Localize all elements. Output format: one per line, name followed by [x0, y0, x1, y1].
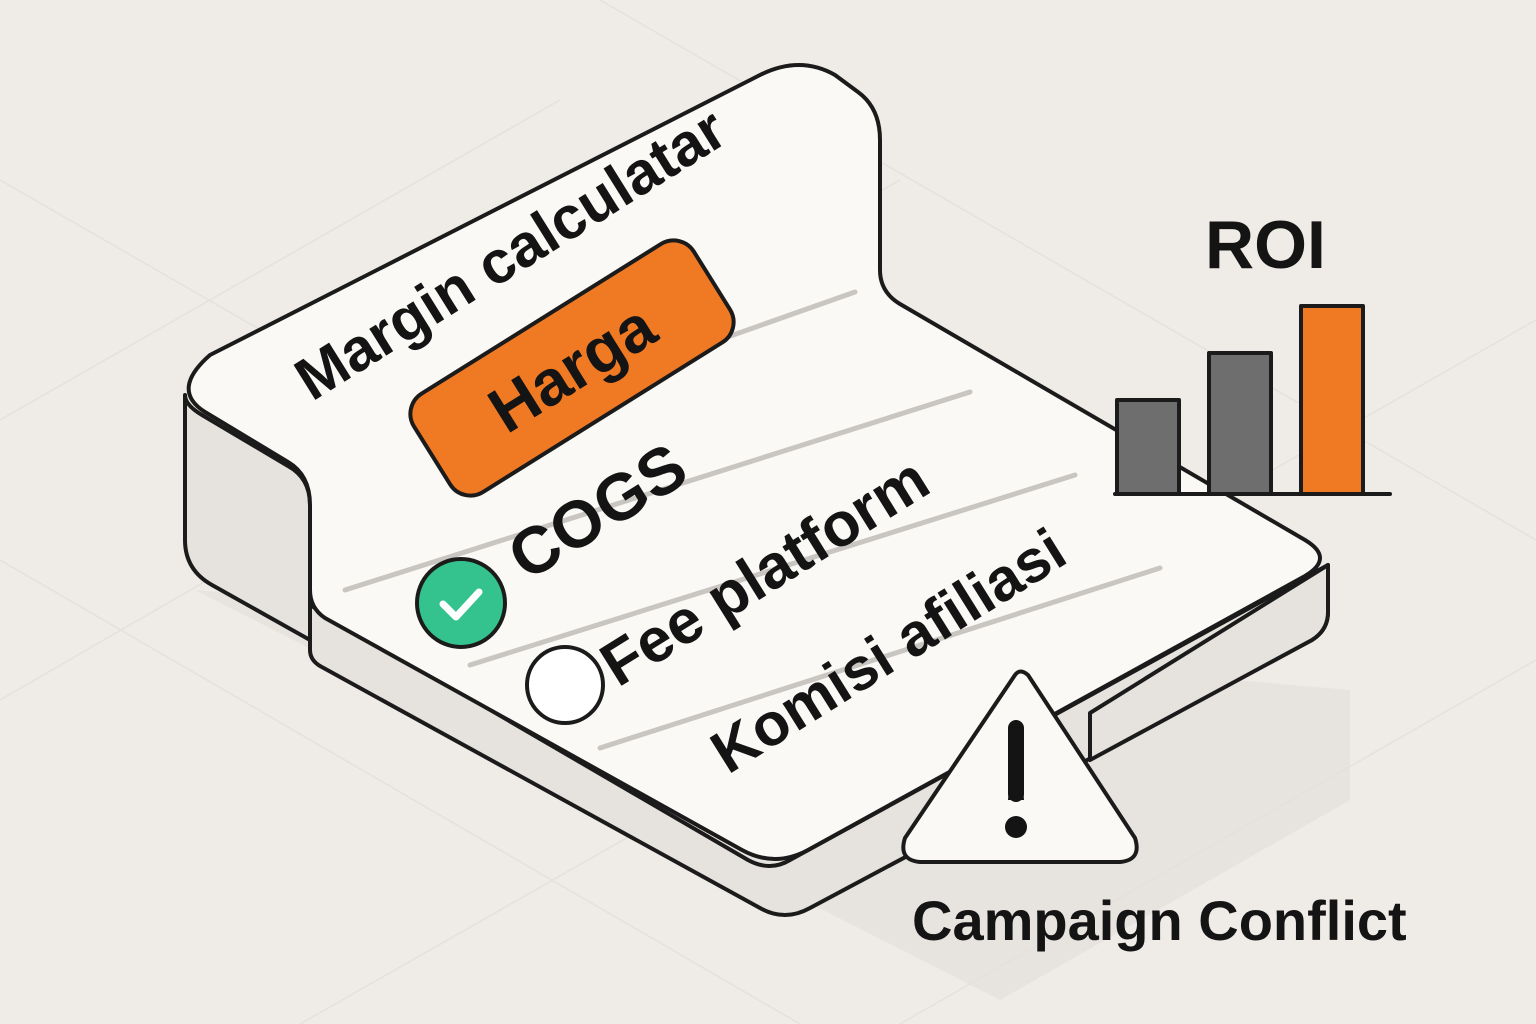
fee-platform-radio[interactable]	[525, 645, 605, 725]
roi-bar-3	[1299, 304, 1365, 496]
roi-bars	[1115, 304, 1365, 496]
warning-triangle-icon	[901, 669, 1139, 864]
roi-bar-2	[1207, 351, 1273, 496]
roi-title: ROI	[1205, 207, 1326, 283]
check-icon	[439, 588, 483, 621]
cogs-checkbox[interactable]	[415, 557, 507, 649]
roi-chart: ROI	[1113, 207, 1392, 496]
roi-bar-1	[1115, 398, 1181, 496]
campaign-conflict-label: Campaign Conflict	[912, 889, 1407, 952]
